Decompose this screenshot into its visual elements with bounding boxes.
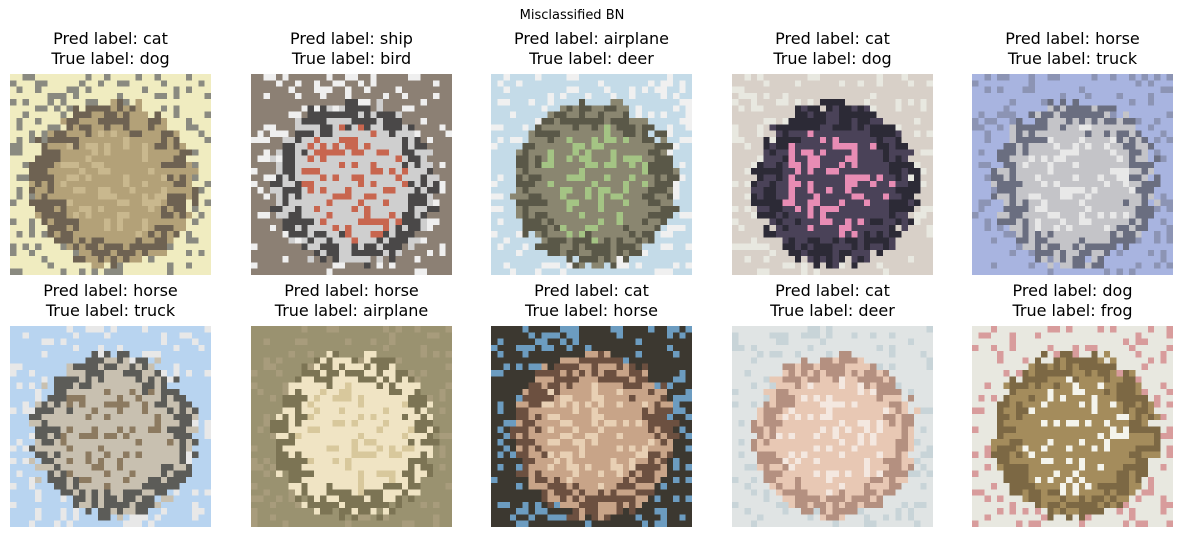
misclassified-image	[732, 326, 933, 527]
pred-label: Pred label: horse	[43, 281, 178, 300]
pred-label: Pred label: airplane	[513, 29, 670, 48]
thumbnail-image	[491, 74, 692, 275]
misclassified-image	[10, 74, 211, 275]
thumbnail-image	[972, 74, 1173, 275]
thumbnail-image	[732, 326, 933, 527]
figure-suptitle: Misclassified BN	[519, 8, 625, 23]
true-label: True label: airplane	[274, 301, 429, 320]
thumbnail-image	[10, 74, 211, 275]
thumbnail-image	[491, 326, 692, 527]
pred-label: Pred label: cat	[775, 281, 890, 300]
misclassified-image	[972, 74, 1173, 275]
thumbnail-image	[10, 326, 211, 527]
pred-label: Pred label: cat	[534, 281, 649, 300]
true-label: True label: truck	[45, 301, 176, 320]
true-label: True label: dog	[773, 49, 892, 68]
true-label: True label: dog	[51, 49, 170, 68]
thumbnail-image	[251, 74, 452, 275]
misclassified-image	[972, 326, 1173, 527]
misclassified-image	[251, 74, 452, 275]
true-label: True label: deer	[770, 301, 895, 320]
pred-label: Pred label: dog	[1012, 281, 1133, 300]
true-label: True label: bird	[291, 49, 412, 68]
pred-label: Pred label: horse	[1005, 29, 1140, 48]
misclassified-image	[491, 326, 692, 527]
misclassified-image	[251, 326, 452, 527]
misclassified-image	[491, 74, 692, 275]
misclassified-image	[732, 74, 933, 275]
true-label: True label: deer	[529, 49, 654, 68]
true-label: True label: frog	[1012, 301, 1133, 320]
true-label: True label: horse	[525, 301, 658, 320]
pred-label: Pred label: cat	[53, 29, 168, 48]
pred-label: Pred label: ship	[290, 29, 413, 48]
thumbnail-image	[972, 326, 1173, 527]
misclassified-image	[10, 326, 211, 527]
pred-label: Pred label: cat	[775, 29, 890, 48]
true-label: True label: truck	[1007, 49, 1138, 68]
pred-label: Pred label: horse	[284, 281, 419, 300]
thumbnail-image	[251, 326, 452, 527]
thumbnail-image	[732, 74, 933, 275]
